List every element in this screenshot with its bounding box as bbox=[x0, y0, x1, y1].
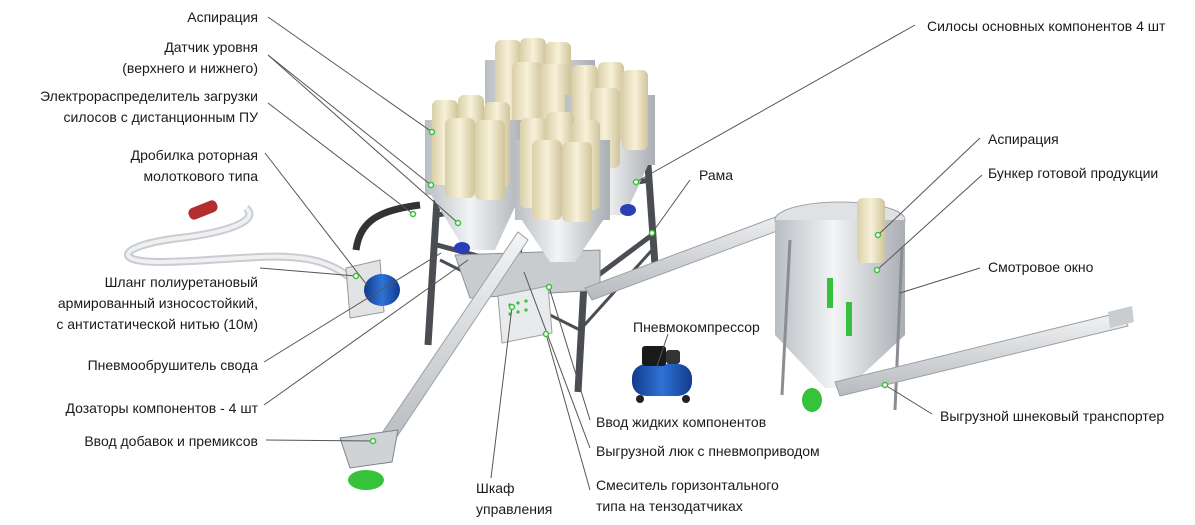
label-compressor: Пневмокомпрессор bbox=[633, 319, 760, 335]
polyurethane-hose bbox=[124, 200, 360, 286]
silo-left bbox=[425, 95, 525, 250]
label-frame: Рама bbox=[699, 167, 734, 183]
label-dosers: Дозаторы компонентов - 4 шт bbox=[65, 400, 259, 416]
label-level-sensor-line1: Датчик уровня bbox=[164, 39, 258, 55]
leader-lines bbox=[259, 16, 983, 491]
additives-screw-conveyor bbox=[339, 231, 529, 490]
label-cabinet-line2: управления bbox=[476, 501, 553, 517]
label-unload-hatch: Выгрузной люк с пневмоприводом bbox=[596, 443, 820, 459]
label-liquid-input: Ввод жидких компонентов bbox=[596, 414, 767, 430]
label-crusher-line1: Дробилка роторная bbox=[130, 147, 258, 163]
label-hose-line1: Шланг полиуретановый bbox=[104, 274, 258, 290]
label-screw-conveyor: Выгрузной шнековый транспортер bbox=[940, 408, 1165, 424]
label-level-sensor-line2: (верхнего и нижнего) bbox=[122, 60, 258, 76]
label-silos: Силосы основных компонентов 4 шт bbox=[927, 18, 1166, 34]
control-cabinet bbox=[497, 285, 553, 344]
unloading-screw-conveyor bbox=[834, 306, 1134, 397]
product-bunker bbox=[774, 198, 906, 412]
label-distributor-line1: Электрораспределитель загрузки bbox=[40, 88, 258, 104]
compressor bbox=[632, 346, 692, 403]
label-hose-line3: с антистатической нитью (10м) bbox=[56, 316, 258, 332]
label-aspiration-left: Аспирация bbox=[187, 9, 258, 25]
label-mixer-line1: Смеситель горизонтального bbox=[596, 477, 779, 493]
rotor-crusher bbox=[345, 201, 421, 319]
label-distributor-line2: силосов с дистанционным ПУ bbox=[63, 109, 258, 125]
label-additives-input: Ввод добавок и премиксов bbox=[84, 433, 258, 449]
label-crusher-line2: молоткового типа bbox=[143, 168, 258, 184]
label-hose-line2: армированный износостойкий, bbox=[57, 295, 258, 311]
label-cabinet-line1: Шкаф bbox=[476, 480, 515, 496]
label-view-window: Смотровое окно bbox=[988, 259, 1094, 275]
label-mixer-line2: типа на тензодатчиках bbox=[596, 498, 743, 514]
label-product-bunker: Бункер готовой продукции bbox=[988, 165, 1159, 181]
callout-dots bbox=[352, 128, 889, 445]
label-vault-breaker: Пневмообрушитель свода bbox=[87, 357, 258, 373]
silo-front bbox=[515, 112, 610, 262]
doser-motors bbox=[454, 204, 636, 254]
label-aspiration-right: Аспирация bbox=[988, 131, 1059, 147]
